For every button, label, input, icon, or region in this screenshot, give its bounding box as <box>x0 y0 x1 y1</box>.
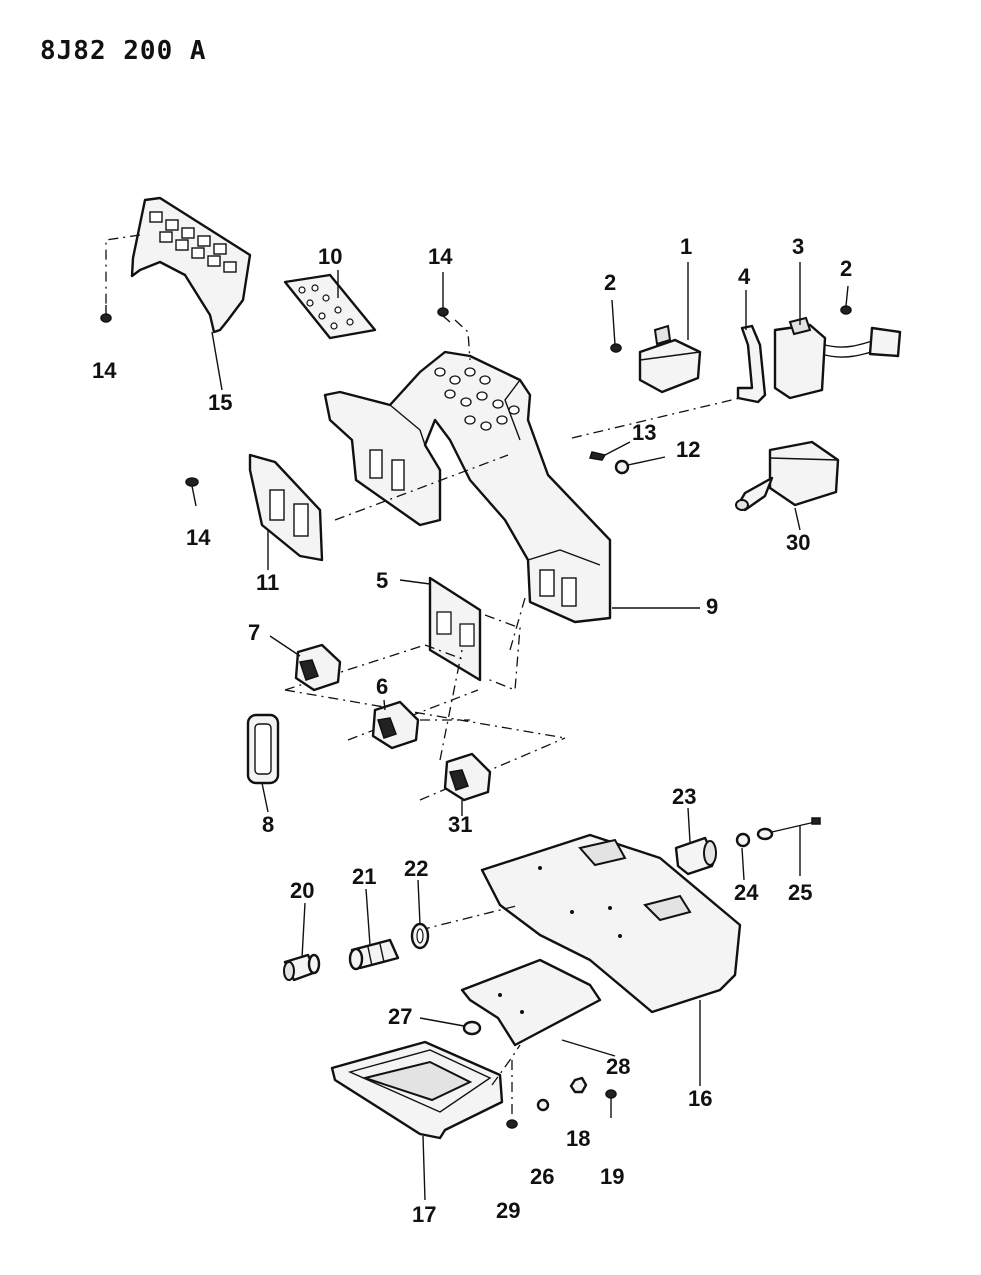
callout-2a: 2 <box>604 270 616 295</box>
callout-13: 13 <box>632 420 656 445</box>
part-20-knob <box>283 953 321 982</box>
part-16-console <box>419 833 742 1014</box>
callout-14c: 14 <box>186 525 211 550</box>
callout-labels: 1 2 2 3 4 5 6 7 8 9 10 11 12 13 14 14 14… <box>92 234 852 1227</box>
guide-lines-switches <box>284 644 566 801</box>
part-2-screw-b <box>840 285 852 315</box>
callout-31: 31 <box>448 812 472 837</box>
part-11-panel <box>248 453 324 562</box>
part-22-ring <box>410 922 430 950</box>
part-12-nut <box>614 456 666 475</box>
diagram-code: 8J82 200 A <box>40 36 207 66</box>
callout-28: 28 <box>606 1054 630 1079</box>
part-15-bezel <box>105 196 252 334</box>
callout-29: 29 <box>496 1198 520 1223</box>
part-5-switch-plate <box>428 576 521 691</box>
callout-5: 5 <box>376 568 388 593</box>
part-18-nut <box>569 1076 588 1094</box>
part-17-tray <box>330 1040 521 1140</box>
part-28-tray-bracket <box>460 958 602 1047</box>
callout-22: 22 <box>404 856 428 881</box>
leader-lines <box>211 262 801 1201</box>
callout-11: 11 <box>256 570 279 595</box>
part-27-cap <box>462 1020 482 1036</box>
callout-20: 20 <box>290 878 314 903</box>
part-10-plate <box>283 273 377 340</box>
callout-6: 6 <box>376 674 388 699</box>
part-13-clip <box>589 441 631 461</box>
part-14-screw-c <box>185 477 199 507</box>
callout-3: 3 <box>792 234 804 259</box>
part-3-switch-harness <box>773 316 902 400</box>
part-19-bolt <box>605 1089 617 1118</box>
part-23-housing <box>674 836 717 876</box>
part-25-wire-socket <box>756 817 821 841</box>
part-14-screw-b <box>437 307 471 361</box>
callout-1: 1 <box>680 234 692 259</box>
callout-17: 17 <box>412 1202 436 1227</box>
callout-23: 23 <box>672 784 696 809</box>
callout-16: 16 <box>688 1086 712 1111</box>
callout-27: 27 <box>388 1004 412 1029</box>
callout-18: 18 <box>566 1126 590 1151</box>
part-1-switch <box>638 324 702 394</box>
callout-30: 30 <box>786 530 810 555</box>
callout-15: 15 <box>208 390 232 415</box>
callout-14b: 14 <box>428 244 453 269</box>
part-9-instrument-bracket <box>323 350 612 624</box>
part-8-bezel-ring <box>246 713 280 785</box>
part-31-rocker-switch <box>443 752 492 802</box>
callout-10: 10 <box>318 244 342 269</box>
callout-19: 19 <box>600 1164 624 1189</box>
part-2-screw-a <box>610 299 622 353</box>
part-7-rocker-switch <box>294 643 342 692</box>
callout-2b: 2 <box>840 256 852 281</box>
part-14-screw-a <box>100 305 112 323</box>
part-6-rocker-switch <box>371 700 420 750</box>
part-29-screw <box>506 1060 518 1129</box>
callout-25: 25 <box>788 880 812 905</box>
callout-9: 9 <box>706 594 718 619</box>
callout-4: 4 <box>738 264 751 289</box>
callout-24: 24 <box>734 880 759 905</box>
callout-8: 8 <box>262 812 274 837</box>
callout-26: 26 <box>530 1164 554 1189</box>
callout-14a: 14 <box>92 358 117 383</box>
part-4-bracket <box>736 324 767 404</box>
callout-7: 7 <box>248 620 260 645</box>
part-24-bulb <box>735 832 751 848</box>
callout-21: 21 <box>352 864 376 889</box>
part-21-lighter-element <box>348 938 400 971</box>
callout-12: 12 <box>676 437 700 462</box>
part-30-stalk-switch <box>735 440 840 512</box>
part-26-plug <box>536 1098 550 1112</box>
